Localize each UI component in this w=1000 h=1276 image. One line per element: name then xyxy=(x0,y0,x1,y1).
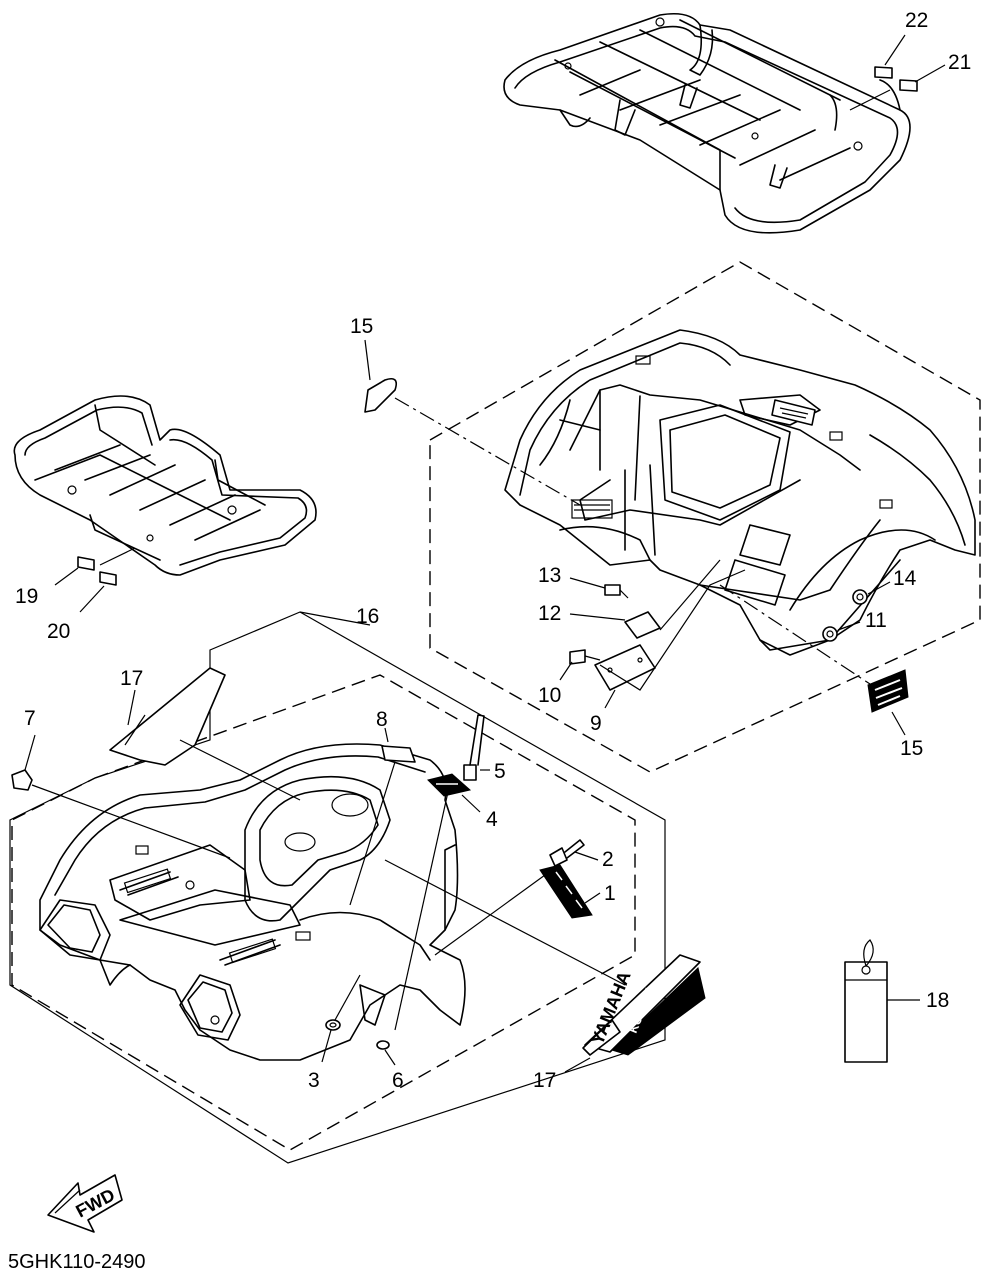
part-15-lower-plate xyxy=(867,669,909,713)
rear-fender-frame xyxy=(429,261,981,773)
leader-carrier-rear xyxy=(849,89,891,111)
callout-17-lower: 17 xyxy=(533,1069,556,1092)
callout-12: 12 xyxy=(538,602,561,625)
part-10-bolt xyxy=(569,649,601,665)
leader-9-bracket xyxy=(599,569,746,691)
callout-3: 3 xyxy=(308,1069,320,1092)
callout-2: 2 xyxy=(602,848,614,871)
part-7-flap xyxy=(11,769,33,791)
part-2-rivet xyxy=(549,839,585,867)
callout-15-upper: 15 xyxy=(350,315,373,338)
guide-8 xyxy=(349,761,396,906)
diagram-code: 5GHK110-2490 xyxy=(8,1251,146,1273)
part-6-washer xyxy=(376,1040,390,1050)
leader-7 xyxy=(24,734,36,771)
guide-3 xyxy=(334,974,361,1021)
leader-9 xyxy=(604,689,616,709)
part-3-washer xyxy=(325,1019,341,1031)
callout-9: 9 xyxy=(590,712,602,735)
front-fender xyxy=(39,743,466,1061)
callout-17-upper: 17 xyxy=(120,667,143,690)
part-1-decal xyxy=(539,864,593,919)
leader-20 xyxy=(79,585,105,613)
leader-10 xyxy=(559,661,573,681)
leader-15-lower xyxy=(891,711,906,736)
leader-13 xyxy=(569,577,606,589)
callout-14: 14 xyxy=(893,567,917,590)
leader-14 xyxy=(867,581,891,595)
leader-2 xyxy=(574,851,599,861)
part-15-upper-flap xyxy=(364,377,398,413)
leader-21 xyxy=(914,64,946,83)
callout-13: 13 xyxy=(538,564,561,587)
leader-8 xyxy=(384,727,389,743)
part-14-grommet xyxy=(852,589,868,605)
part-4-label xyxy=(427,773,472,797)
callout-10: 10 xyxy=(538,684,561,707)
callout-22: 22 xyxy=(905,9,928,32)
leader-22 xyxy=(884,34,906,66)
leader-11 xyxy=(837,621,861,631)
callout-7: 7 xyxy=(24,707,36,730)
leader-carrier-front xyxy=(99,547,136,566)
part-17-kodiak-decal: KODIAK YAMAHA xyxy=(582,954,706,1056)
part-22-label-decal xyxy=(874,66,893,79)
leader-17-upper xyxy=(127,689,136,726)
part-8-label xyxy=(381,745,416,763)
leader-1 xyxy=(584,892,601,904)
callout-5: 5 xyxy=(494,760,506,783)
guide-4 xyxy=(394,791,449,1031)
part-21-label-decal xyxy=(899,79,918,92)
guide-17-lower xyxy=(384,859,626,986)
callout-11: 11 xyxy=(865,609,887,632)
leader-12-bracket xyxy=(659,559,721,631)
leader-15-upper xyxy=(364,339,371,381)
callout-20: 20 xyxy=(47,620,70,643)
callout-15-lower: 15 xyxy=(900,737,923,760)
leader-3 xyxy=(321,1029,332,1063)
callout-19: 19 xyxy=(15,585,38,608)
part-20-label-decal xyxy=(99,571,117,586)
callout-18: 18 xyxy=(926,989,949,1012)
part-13-bolt xyxy=(604,584,629,599)
rear-fender-yamaha-emblem xyxy=(771,399,816,426)
part-17-side-decal xyxy=(109,667,226,766)
part-12-bracket xyxy=(624,611,661,639)
rear-fender xyxy=(504,329,976,656)
rear-carrier xyxy=(503,12,911,234)
leader-19 xyxy=(54,567,79,586)
callout-1: 1 xyxy=(604,882,616,905)
leader-4 xyxy=(461,794,481,813)
guide-15-lower xyxy=(719,584,871,685)
callout-4: 4 xyxy=(486,808,498,831)
guide-7 xyxy=(31,784,231,859)
part-11-grommet xyxy=(822,626,838,642)
leader-12 xyxy=(569,613,626,621)
guide-17-upper xyxy=(179,739,301,801)
part-5-rivet xyxy=(463,714,485,781)
callout-21: 21 xyxy=(948,51,971,74)
leader-6 xyxy=(384,1049,396,1066)
part-19-label-decal xyxy=(77,556,95,571)
front-carrier xyxy=(13,395,317,576)
callout-6: 6 xyxy=(392,1069,404,1092)
leader-17-lower xyxy=(564,1057,591,1073)
part-18-tag xyxy=(844,939,888,1063)
guide-15-upper xyxy=(394,397,581,506)
front-fender-inner-frame xyxy=(11,674,636,1151)
callout-8: 8 xyxy=(376,708,388,731)
fwd-arrow-icon: FWD xyxy=(47,1174,123,1233)
leader-16 xyxy=(299,611,371,626)
callout-16: 16 xyxy=(356,605,379,628)
